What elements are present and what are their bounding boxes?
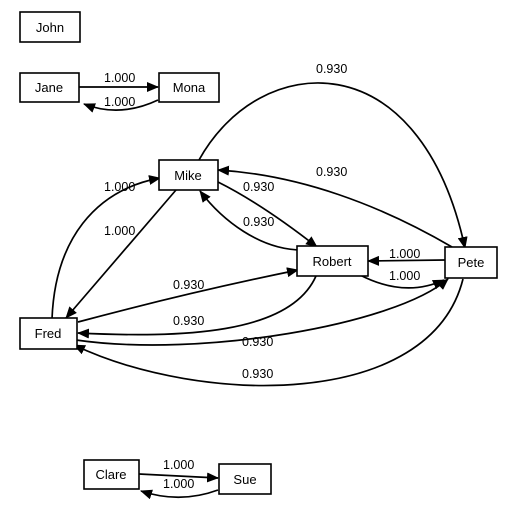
node-mike[interactable]: Mike — [158, 159, 219, 191]
node-label: Clare — [95, 467, 126, 482]
node-box — [158, 72, 220, 103]
edge-label-pete-fred: 0.930 — [242, 367, 273, 381]
edge-label-mona-jane: 1.000 — [104, 95, 135, 109]
edge-label-mike-robert: 0.930 — [243, 180, 274, 194]
node-box — [158, 159, 219, 191]
edge-label-robert-fred: 0.930 — [173, 314, 204, 328]
nodes: John Jane Mona Mike Robert Pete Fred Cl — [19, 11, 498, 495]
edge-label-robert-mike: 0.930 — [243, 215, 274, 229]
node-pete[interactable]: Pete — [444, 246, 498, 279]
edge-sue-clare — [140, 489, 219, 500]
node-label: Sue — [233, 472, 256, 487]
node-box — [19, 72, 80, 103]
edge-robert-fred — [77, 275, 317, 339]
edge-robert-pete — [359, 274, 445, 290]
edge-label-robert-pete: 1.000 — [389, 269, 420, 283]
edge-labels: 1.000 1.000 0.930 0.930 1.000 1.000 0.93… — [104, 62, 420, 491]
node-label: Pete — [458, 255, 485, 270]
node-fred[interactable]: Fred — [19, 317, 78, 350]
node-box — [19, 11, 81, 43]
node-box — [444, 246, 498, 279]
node-box — [296, 245, 369, 277]
node-john[interactable]: John — [19, 11, 81, 43]
edge-label-pete-robert: 1.000 — [389, 247, 420, 261]
edge-fred-pete — [75, 278, 449, 346]
edge-mona-jane — [83, 99, 159, 113]
node-label: Mike — [174, 168, 201, 183]
edge-label-pete-mike: 0.930 — [316, 165, 347, 179]
edge-clare-sue — [138, 472, 219, 483]
node-label: John — [36, 20, 64, 35]
edge-label-mike-pete: 0.930 — [316, 62, 347, 76]
edge-mike-fred — [65, 189, 177, 319]
node-clare[interactable]: Clare — [83, 459, 140, 490]
edge-label-mike-fred: 1.000 — [104, 224, 135, 238]
edge-pete-fred — [73, 278, 464, 387]
edge-label-fred-pete: 0.930 — [242, 335, 273, 349]
edge-label-fred-mike: 1.000 — [104, 180, 135, 194]
node-label: Mona — [173, 80, 206, 95]
node-label: Jane — [35, 80, 63, 95]
edge-pete-mike — [217, 165, 453, 248]
edge-label-sue-clare: 1.000 — [163, 477, 194, 491]
node-label: Fred — [35, 326, 62, 341]
node-jane[interactable]: Jane — [19, 72, 80, 103]
edge-robert-mike — [199, 190, 303, 251]
node-mona[interactable]: Mona — [158, 72, 220, 103]
node-box — [218, 463, 272, 495]
node-sue[interactable]: Sue — [218, 463, 272, 495]
edge-fred-robert — [77, 267, 299, 323]
node-box — [19, 317, 78, 350]
edge-pete-robert — [367, 255, 446, 266]
edge-label-jane-mona: 1.000 — [104, 71, 135, 85]
node-robert[interactable]: Robert — [296, 245, 369, 277]
edge-label-clare-sue: 1.000 — [163, 458, 194, 472]
edge-mike-robert — [217, 181, 318, 248]
edges — [51, 82, 468, 500]
edge-fred-mike — [51, 175, 161, 320]
edge-mike-pete — [198, 82, 468, 249]
edge-label-fred-robert: 0.930 — [173, 278, 204, 292]
node-label: Robert — [312, 254, 351, 269]
node-box — [83, 459, 140, 490]
